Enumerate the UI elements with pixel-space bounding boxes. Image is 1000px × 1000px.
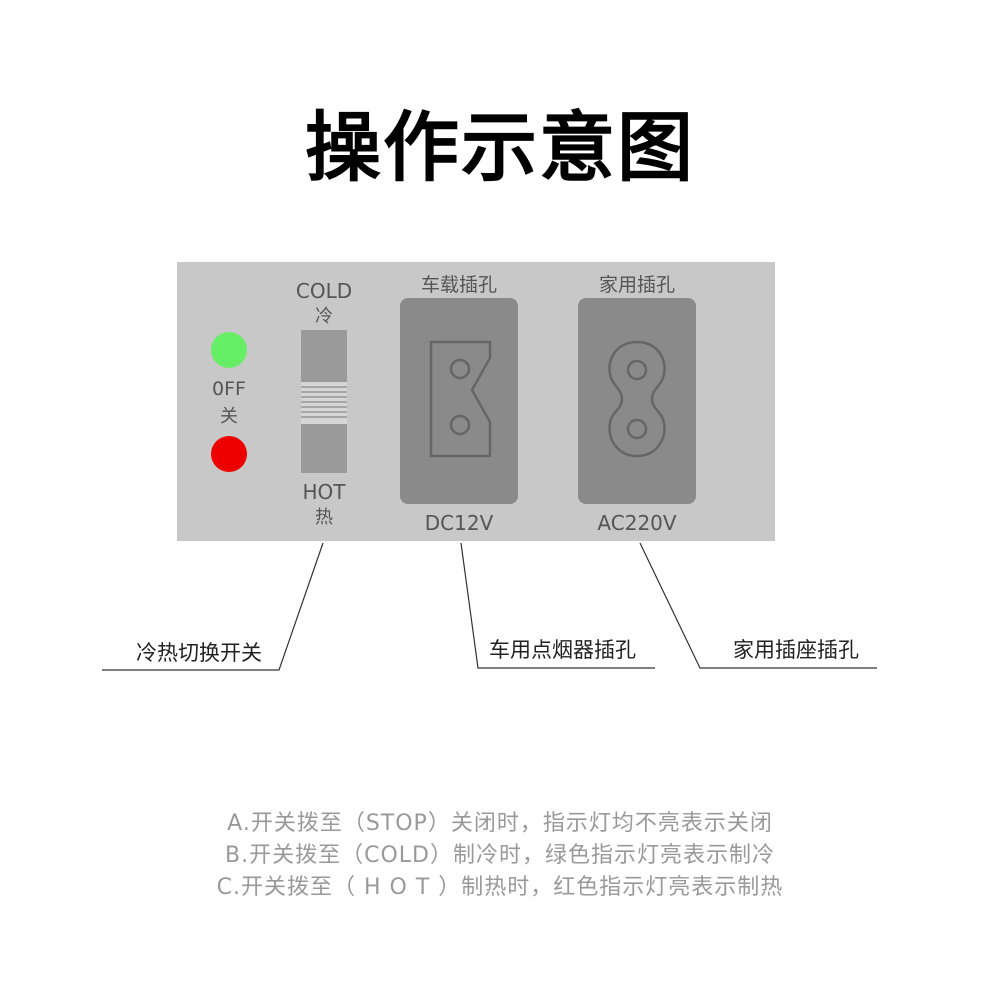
car-socket-spec: DC12V <box>424 511 494 535</box>
home-socket <box>578 298 696 504</box>
car-socket <box>400 298 518 504</box>
dc-socket-outlet-icon <box>429 340 492 458</box>
switch-grip-icon <box>301 382 347 424</box>
page-title: 操作示意图 <box>305 103 695 192</box>
car-socket-callout-label: 车用点烟器插孔 <box>489 638 636 662</box>
off-label-cn: 关 <box>220 406 238 427</box>
note-hot: C.开关拨至（ H O T ）制热时，红色指示灯亮表示制热 <box>216 875 784 900</box>
switch-callout-label: 冷热切换开关 <box>136 641 262 665</box>
cold-hot-toggle-switch[interactable] <box>301 330 347 473</box>
off-label: 0FF <box>212 378 246 400</box>
cold-label-cn: 冷 <box>315 306 333 327</box>
home-socket-callout-label: 家用插座插孔 <box>733 638 859 662</box>
hot-label: HOT <box>302 480 346 504</box>
instruction-notes: A.开关拨至（STOP）关闭时，指示灯均不亮表示关闭 B.开关拨至（COLD）制… <box>0 808 1000 904</box>
home-socket-title: 家用插孔 <box>598 274 675 296</box>
home-socket-spec: AC220V <box>597 511 677 535</box>
note-stop: A.开关拨至（STOP）关闭时，指示灯均不亮表示关闭 <box>227 811 773 836</box>
car-socket-leader-line <box>460 542 655 669</box>
red-indicator-light <box>211 436 247 472</box>
note-cold: B.开关拨至（COLD）制冷时，绿色指示灯亮表示制冷 <box>225 843 775 868</box>
cold-label: COLD <box>295 279 353 303</box>
green-indicator-light <box>211 332 247 368</box>
hot-label-cn: 热 <box>315 507 333 528</box>
ac-socket-outlet-icon <box>608 340 666 458</box>
car-socket-title: 车载插孔 <box>420 274 497 296</box>
home-socket-leader-line <box>639 542 877 669</box>
switch-leader-line <box>102 542 324 671</box>
